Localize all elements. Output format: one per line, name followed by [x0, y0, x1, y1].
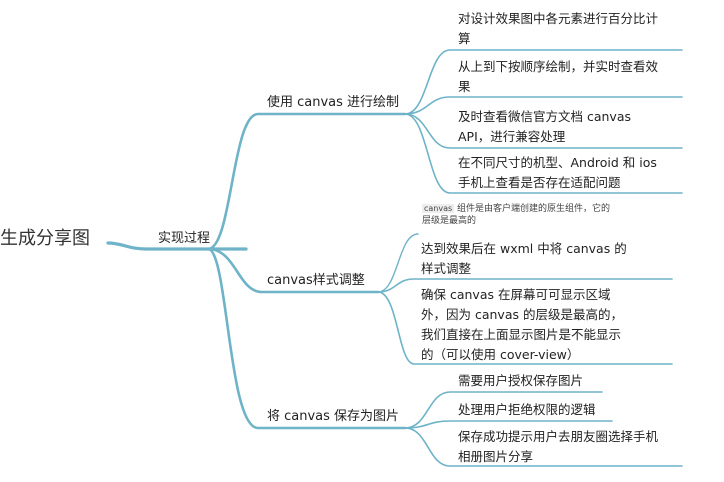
draw-child-3-line-2: API，进行兼容处理	[458, 129, 566, 144]
branch-save-label: 将 canvas 保存为图片	[267, 409, 400, 424]
edge-draw-child-2	[404, 96, 683, 115]
draw-child-4-line-2: 手机上查看是否存在适配问题	[458, 175, 621, 190]
save-child-1-line-1: 需要用户授权保存图片	[458, 373, 584, 388]
edge-save-child-1	[404, 391, 603, 429]
style-note-line-2: 层级是最高的	[422, 216, 477, 226]
draw-child-1-line-2: 算	[458, 31, 471, 46]
root-node: 生成分享图	[0, 228, 90, 249]
branch-draw-label: 使用 canvas 进行绘制	[267, 95, 400, 110]
draw-child-1: 对设计效果图中各元素进行百分比计 算	[458, 9, 658, 49]
style-child-2: 确保 canvas 在屏幕可可显示区域 外，因为 canvas 的层级是最高的，…	[421, 285, 623, 365]
edge-save-child-2	[404, 420, 613, 429]
edge-style-note	[377, 233, 419, 293]
style-child-1-line-2: 样式调整	[421, 261, 472, 276]
style-child-2-line-1: 确保 canvas 在屏幕可可显示区域	[421, 287, 611, 302]
save-child-3-line-2: 相册图片分享	[458, 449, 534, 464]
edge-process-to-branch-draw	[206, 112, 407, 251]
style-child-2-line-3: 我们直接在上面显示图片是不能显示	[421, 327, 622, 342]
style-note-line-1: canvas 组件是由客户端创建的原生组件，它的	[422, 203, 610, 215]
save-child-3: 保存成功提示用户去朋友圈选择手机 相册图片分享	[458, 427, 658, 467]
edge-draw-child-1	[404, 49, 683, 115]
edge-process-to-branch-style	[206, 247, 380, 294]
edge-style-child-2	[377, 291, 673, 365]
draw-child-3: 及时查看微信官方文档 canvas API，进行兼容处理	[458, 107, 631, 147]
draw-child-2-line-1: 从上到下按顺序绘制，并实时查看效	[458, 59, 659, 74]
draw-child-3-line-1: 及时查看微信官方文档 canvas	[458, 109, 631, 124]
edge-save-child-3	[404, 427, 683, 467]
edge-root-to-process	[106, 241, 248, 251]
edge-draw-child-3	[404, 113, 683, 149]
draw-child-4-line-1: 在不同尺寸的机型、Android 和 ios	[458, 155, 657, 170]
style-note: canvas 组件是由客户端创建的原生组件，它的 层级是最高的	[422, 203, 610, 227]
style-note-text: 组件是由客户端创建的原生组件，它的	[454, 204, 611, 214]
save-child-2: 处理用户拒绝权限的逻辑	[458, 400, 596, 420]
style-child-1: 达到效果后在 wxml 中将 canvas 的 样式调整	[421, 239, 627, 279]
draw-child-2-line-2: 果	[458, 79, 471, 94]
edge-style-child-1	[377, 278, 673, 293]
style-child-2-line-4: 的（可以使用 cover-view）	[421, 347, 580, 362]
draw-child-1-line-1: 对设计效果图中各元素进行百分比计	[458, 11, 659, 26]
edge-process-to-branch-save	[206, 247, 407, 430]
draw-child-4: 在不同尺寸的机型、Android 和 ios 手机上查看是否存在适配问题	[458, 153, 657, 193]
edge-draw-child-4	[404, 113, 683, 194]
style-child-1-line-1: 达到效果后在 wxml 中将 canvas 的	[421, 241, 627, 256]
save-child-1: 需要用户授权保存图片	[458, 371, 583, 391]
style-child-2-line-2: 外，因为 canvas 的层级是最高的，	[421, 307, 623, 322]
style-note-chip: canvas	[422, 204, 455, 213]
draw-child-2: 从上到下按顺序绘制，并实时查看效 果	[458, 57, 658, 97]
save-child-2-line-1: 处理用户拒绝权限的逻辑	[458, 402, 596, 417]
save-child-3-line-1: 保存成功提示用户去朋友圈选择手机	[458, 429, 659, 444]
branch-style-label: canvas样式调整	[267, 273, 365, 288]
process-node: 实现过程	[158, 231, 211, 246]
